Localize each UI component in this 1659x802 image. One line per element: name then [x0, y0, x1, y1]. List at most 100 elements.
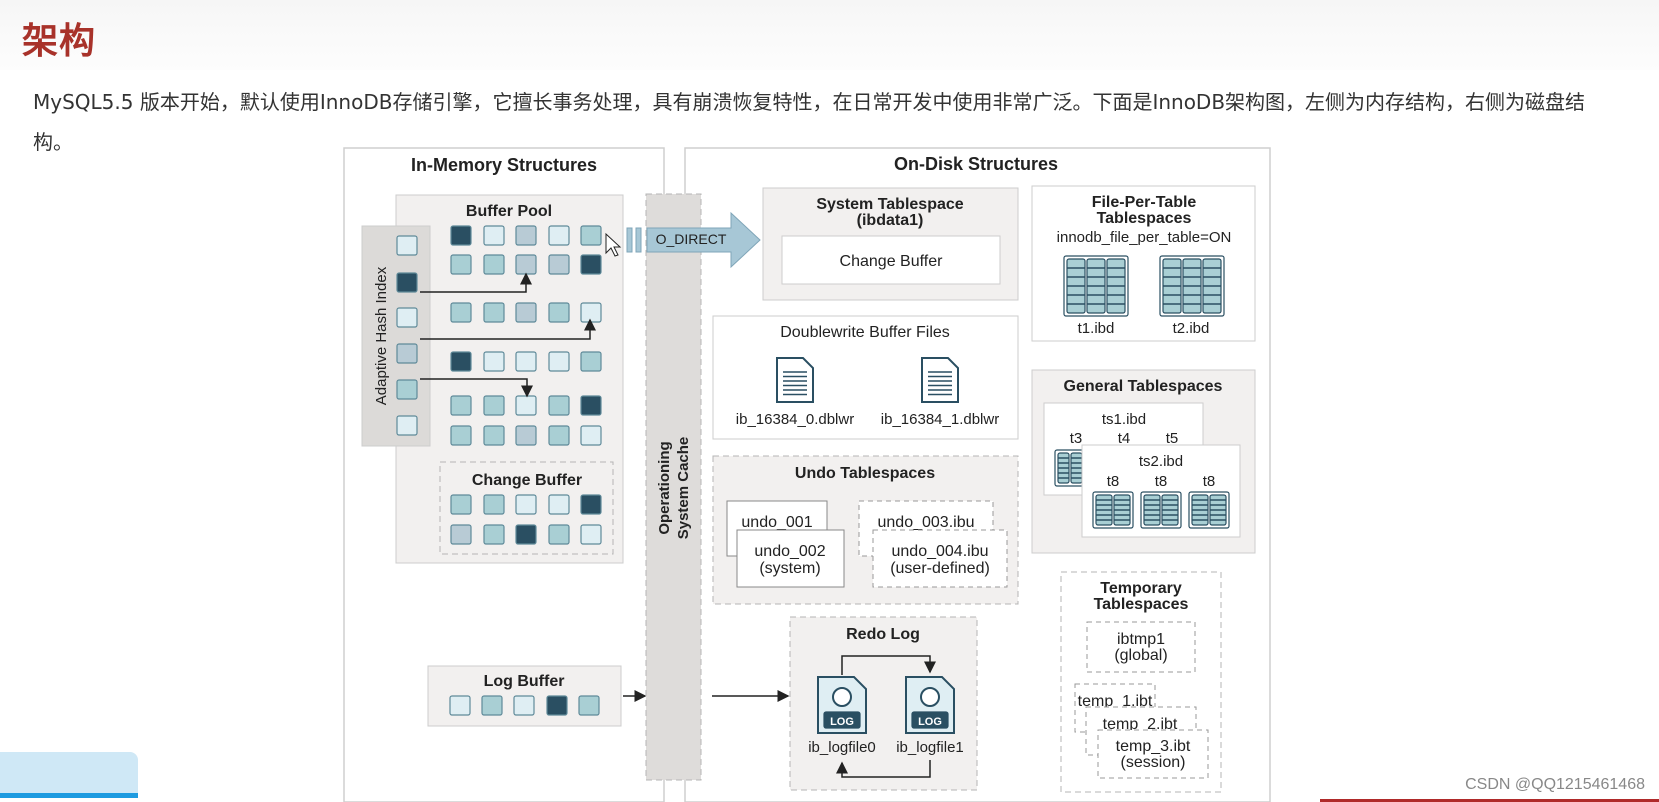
change-buffer-page — [548, 494, 570, 515]
t2-table-icon — [1159, 255, 1225, 317]
os-cache-label-2-front: System Cache — [675, 437, 692, 540]
undo-tablespaces-title: Undo Tablespaces — [795, 465, 935, 482]
header-bar — [0, 0, 1659, 70]
intro-paragraph: MySQL5.5 版本开始，默认使用InnoDB存储引擎，它擅长事务处理，具有崩… — [33, 90, 1586, 154]
buffer-pool-page — [483, 302, 505, 323]
hash-index — [396, 272, 418, 293]
t1-table-icon — [1063, 255, 1129, 317]
ts2-t8b-label: t8 — [1155, 473, 1168, 490]
buffer-pool-page — [450, 225, 472, 246]
log-badge-text: LOG — [918, 716, 942, 728]
buffer-pool-page — [580, 351, 602, 372]
temporary-tablespaces-title-1: Temporary — [1100, 580, 1182, 597]
change-buffer-page — [515, 524, 537, 545]
ts1-t4-label: t4 — [1118, 430, 1131, 447]
hash-index — [396, 235, 418, 256]
buffer-pool-page — [450, 302, 472, 323]
ts2-label: ts2.ibd — [1139, 453, 1183, 470]
redo-cycle-arrow-bottom — [836, 760, 931, 778]
ts2-table-icon-b — [1140, 491, 1182, 529]
file-per-table-title-2: Tablespaces — [1097, 210, 1192, 227]
buffer-pool-page — [450, 395, 472, 416]
temp3-label-2: (session) — [1121, 754, 1186, 771]
log-buffer-page — [449, 695, 471, 716]
decorative-wave-line — [0, 793, 138, 798]
mouse-cursor-icon — [605, 232, 622, 257]
buffer-pool-page — [483, 425, 505, 446]
footer-accent-bar — [1320, 799, 1659, 802]
buffer-pool-page — [515, 225, 537, 246]
adaptive-hash-index-box — [361, 225, 431, 447]
page-title: 架构 — [22, 21, 97, 62]
watermark: CSDN @QQ1215461468 — [1465, 776, 1645, 793]
log-badge-text: LOG — [830, 716, 854, 728]
ts1-label: ts1.ibd — [1102, 411, 1146, 428]
o-direct-label-front: O_DIRECT — [656, 231, 727, 247]
ib-logfile0-icon: LOG — [817, 676, 867, 734]
ts1-t3-label: t3 — [1070, 430, 1083, 447]
ts2-t8c-label: t8 — [1203, 473, 1216, 490]
logfile0-label: ib_logfile0 — [808, 739, 876, 756]
change-buffer-pages — [450, 494, 602, 545]
change-buffer-page — [515, 494, 537, 515]
ts2-table-icon-a — [1092, 491, 1134, 529]
system-tablespace-title-1: System Tablespace — [816, 196, 963, 213]
hash-pointer-arrow-2 — [420, 318, 596, 340]
hash-index — [396, 343, 418, 364]
change-buffer-page — [483, 494, 505, 515]
dblwr1-label: ib_16384_1.dblwr — [881, 411, 999, 428]
undo-002-label-2: (system) — [759, 560, 820, 577]
buffer-pool-page — [483, 351, 505, 372]
ts2-t8a-label: t8 — [1107, 473, 1120, 490]
change-buffer-memory-title: Change Buffer — [472, 472, 582, 489]
hash-index — [396, 307, 418, 328]
buffer-pool-page — [450, 351, 472, 372]
temp1-label: temp_1.ibt — [1078, 693, 1153, 710]
log-buffer-pages — [449, 695, 600, 716]
redo-cycle-arrow-top — [841, 655, 936, 675]
buffer-pool-page — [515, 425, 537, 446]
change-buffer-page — [580, 494, 602, 515]
buffer-pool-page — [580, 254, 602, 275]
buffer-pool-page — [548, 351, 570, 372]
hash-index — [396, 415, 418, 436]
buffer-pool-title: Buffer Pool — [466, 203, 552, 220]
temp3-box — [1097, 729, 1209, 779]
o-direct-arrow-front — [646, 211, 761, 269]
buffer-pool-page — [483, 395, 505, 416]
buffer-pool-page — [580, 395, 602, 416]
temp2-label: temp_2.ibt — [1103, 716, 1178, 733]
change-buffer-page — [548, 524, 570, 545]
general-tablespaces-title: General Tablespaces — [1064, 378, 1223, 395]
log-buffer-page — [578, 695, 600, 716]
dblwr1-file-icon — [921, 357, 959, 403]
os-cache-column-front — [645, 193, 702, 781]
ts2-table-icon-c — [1188, 491, 1230, 529]
file-per-table-setting: innodb_file_per_table=ON — [1057, 229, 1232, 246]
log-buffer-page — [513, 695, 535, 716]
ibtmp1-label-2: (global) — [1114, 647, 1167, 664]
buffer-pool-page — [548, 254, 570, 275]
ibtmp1-label-1: ibtmp1 — [1117, 631, 1165, 648]
t1-label: t1.ibd — [1078, 320, 1115, 337]
buffer-pool-page — [515, 351, 537, 372]
buffer-pool-pages — [450, 225, 602, 446]
dblwr0-file-icon — [776, 357, 814, 403]
log-buffer-page — [481, 695, 503, 716]
undo-001-label: undo_001 — [741, 514, 812, 531]
adaptive-hash-index-pages — [396, 235, 418, 436]
change-buffer-disk-label: Change Buffer — [840, 253, 944, 270]
undo-003-label: undo_003.ibu — [878, 514, 975, 531]
hash-pointer-arrow-1 — [420, 272, 532, 293]
document-sheet — [921, 357, 959, 403]
buffer-pool-page — [515, 254, 537, 275]
change-buffer-page — [483, 524, 505, 545]
buffer-pool-page — [515, 302, 537, 323]
buffer-pool-page — [450, 254, 472, 275]
buffer-pool-page — [483, 254, 505, 275]
adaptive-hash-index-label: Adaptive Hash Index — [373, 266, 390, 405]
buffer-pool-page — [580, 425, 602, 446]
undo-004-label-1: undo_004.ibu — [892, 543, 989, 560]
buffer-pool-page — [580, 302, 602, 323]
